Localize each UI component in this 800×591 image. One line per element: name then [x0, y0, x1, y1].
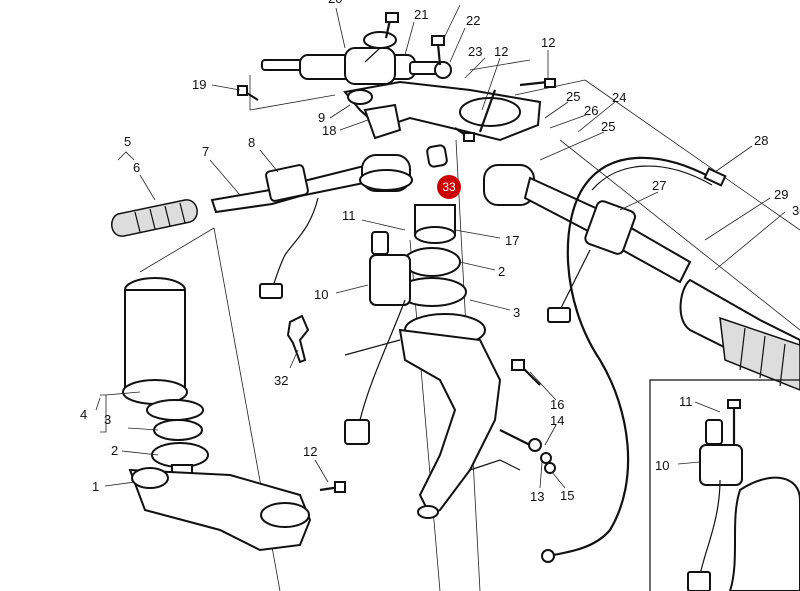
- label-3-lower: 3: [104, 412, 111, 427]
- label-26: 26: [584, 103, 598, 118]
- frame-section: [344, 328, 556, 519]
- left-handlebar: [210, 154, 413, 299]
- label-11-main: 11: [342, 208, 356, 223]
- label-15: 15: [560, 488, 574, 503]
- label-20: 20: [328, 0, 342, 6]
- label-21: 21: [414, 7, 428, 22]
- label-30: 30: [792, 203, 800, 218]
- label-22: 22: [466, 13, 480, 28]
- badge-number[interactable]: 33: [442, 180, 456, 194]
- label-23: 23: [468, 44, 482, 59]
- label-10-main: 10: [314, 287, 328, 302]
- label-2-lower: 2: [111, 443, 118, 458]
- label-18: 18: [322, 123, 336, 138]
- label-9: 9: [318, 110, 325, 125]
- label-8: 8: [248, 135, 255, 150]
- label-24: 24: [612, 90, 626, 105]
- label-6: 6: [133, 160, 140, 175]
- hotspot-badge-33[interactable]: 33: [437, 175, 461, 199]
- label-13: 13: [530, 489, 544, 504]
- label-16: 16: [550, 397, 564, 412]
- label-14: 14: [550, 413, 564, 428]
- leader-lines: [95, 4, 786, 489]
- upper-triple-clamp: [237, 78, 556, 142]
- label-12-right: 12: [541, 35, 555, 50]
- label-25-lower: 25: [601, 119, 615, 134]
- left-grip: [111, 199, 198, 237]
- part-number-labels: 1 2 3 4 5 6 7 8 9 10 10 11 11 12 12 12 1…: [80, 0, 800, 504]
- label-11-inset: 11: [679, 394, 693, 409]
- label-7: 7: [202, 144, 209, 159]
- label-1: 1: [92, 479, 99, 494]
- badge-circle[interactable]: [437, 175, 461, 199]
- sleeve-part: [426, 144, 448, 168]
- detail-inset: [649, 379, 800, 591]
- label-32: 32: [274, 373, 288, 388]
- label-3-upper: 3: [513, 305, 520, 320]
- steering-stem: [122, 277, 346, 552]
- right-handlebar: [483, 164, 800, 391]
- label-4: 4: [80, 407, 87, 422]
- label-25-upper: 25: [566, 89, 580, 104]
- label-5: 5: [124, 134, 131, 149]
- label-29: 29: [774, 187, 788, 202]
- throttle-cable: [541, 156, 727, 563]
- label-12-upper: 12: [494, 44, 508, 59]
- label-27: 27: [652, 178, 666, 193]
- label-10-inset: 10: [655, 458, 669, 473]
- label-12-lower: 12: [303, 444, 317, 459]
- label-19: 19: [192, 77, 206, 92]
- label-17: 17: [505, 233, 519, 248]
- key: [286, 314, 310, 364]
- steering-damper: [261, 12, 452, 85]
- label-2-upper: 2: [498, 264, 505, 279]
- label-28: 28: [754, 133, 768, 148]
